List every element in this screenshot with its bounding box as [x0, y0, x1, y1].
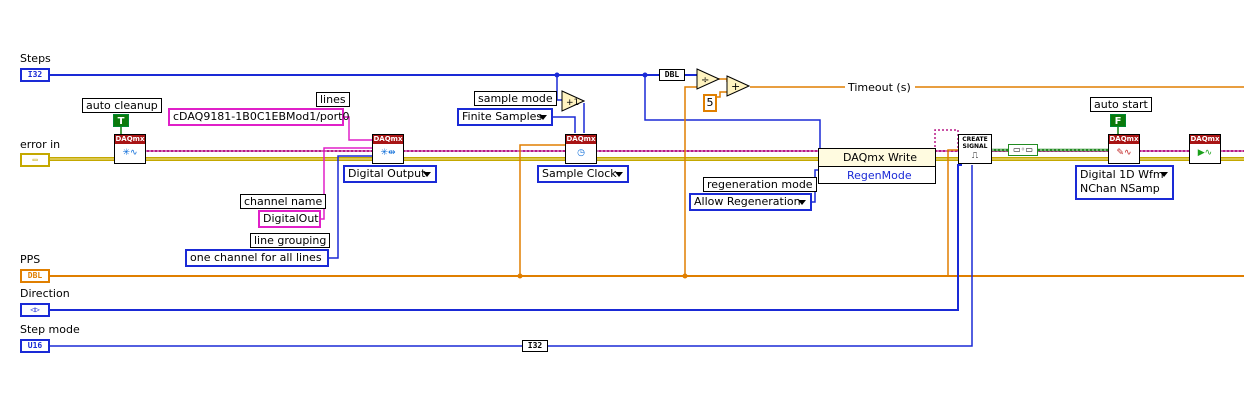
channel-name-constant[interactable]: DigitalOut	[258, 210, 321, 228]
timing-type-ring[interactable]: Sample Clock	[537, 165, 629, 183]
add-node[interactable]: +	[726, 75, 750, 97]
waveform-build-node[interactable]: ▭◦▭	[1008, 144, 1038, 156]
daqmx-start-task-node[interactable]: DAQmx ▶∿	[1189, 134, 1221, 164]
wire-pps-up2	[684, 86, 697, 276]
line-grouping-constant[interactable]: one channel for all lines	[185, 249, 329, 267]
regeneration-constant[interactable]: Allow Regeneration	[689, 193, 812, 211]
wire-pps-cs	[947, 149, 958, 276]
to-dbl-conversion[interactable]: DBL	[659, 69, 685, 81]
increment-node[interactable]: +1	[561, 90, 585, 112]
sample-mode-constant[interactable]: Finite Samples	[457, 108, 553, 126]
divide-node[interactable]: ÷	[696, 68, 720, 90]
direction-terminal[interactable]: ◁▷	[20, 303, 50, 317]
daqmx-header: DAQmx	[115, 135, 145, 144]
divide-symbol: ÷	[701, 75, 709, 86]
create-channel-type-ring[interactable]: Digital Output	[343, 165, 437, 183]
regen-mode-property: RegenMode	[847, 169, 912, 182]
direction-label: Direction	[20, 287, 70, 300]
step-mode-label: Step mode	[20, 323, 80, 336]
clock-icon: ◷	[577, 148, 585, 158]
channel-icon: ✳⇹	[380, 148, 396, 158]
daqmx-write-property-node[interactable]: DAQmx Write RegenMode	[818, 148, 936, 184]
error-in-label: error in	[20, 138, 61, 151]
lines-constant[interactable]: cDAQ9181-1B0C1EBMod1/port0	[168, 108, 349, 126]
wire-lines	[343, 116, 372, 141]
wire-task-bend	[934, 129, 959, 151]
auto-cleanup-constant[interactable]: T	[113, 114, 129, 127]
daqmx-create-channel-node[interactable]: DAQmx ✳⇹	[372, 134, 404, 164]
lines-label: lines	[316, 92, 350, 107]
pps-label: PPS	[20, 253, 41, 266]
channel-name-label: channel name	[240, 194, 327, 209]
sample-mode-label: sample mode	[474, 91, 557, 106]
auto-start-label: auto start	[1090, 97, 1152, 112]
pulse-icon: ⎍	[971, 151, 979, 161]
wire-channel-name	[320, 147, 372, 220]
create-signal-subvi[interactable]: CREATE SIGNAL ⎍	[958, 134, 992, 164]
write-poly-line2: NChan NSamp	[1080, 182, 1160, 195]
increment-symbol: +1	[566, 98, 579, 108]
wire-sample-mode	[552, 116, 576, 133]
step-mode-terminal[interactable]: U16	[20, 339, 50, 353]
steps-label: Steps	[20, 52, 51, 65]
error-in-terminal[interactable]: ▭	[20, 153, 50, 167]
regeneration-mode-label: regeneration mode	[703, 177, 817, 192]
create-signal-text: CREATE SIGNAL	[962, 136, 988, 150]
timeout-label: Timeout (s)	[848, 81, 911, 94]
wire-five	[716, 91, 727, 98]
daqmx-create-task-node[interactable]: DAQmx ✳∿	[114, 134, 146, 164]
daqmx-header: DAQmx	[373, 135, 403, 144]
five-constant[interactable]: 5	[703, 94, 717, 112]
wire-direction	[50, 164, 962, 311]
add-symbol: +	[731, 80, 740, 93]
wire-pps-up	[519, 144, 565, 276]
write-polymorphic-selector[interactable]: Digital 1D Wfm NChan NSamp	[1075, 165, 1174, 200]
auto-start-constant[interactable]: F	[1110, 114, 1126, 127]
daqmx-write-node[interactable]: DAQmx ✎∿	[1108, 134, 1140, 164]
write-pencil-icon: ✎∿	[1116, 148, 1132, 158]
wire-line-grouping	[328, 155, 372, 259]
wire-steps-to-write	[644, 75, 821, 148]
pps-terminal[interactable]: DBL	[20, 269, 50, 283]
to-i32-conversion[interactable]: I32	[522, 340, 548, 352]
wire-step-mode	[50, 165, 973, 347]
daqmx-header: DAQmx	[1190, 135, 1220, 144]
auto-cleanup-label: auto cleanup	[82, 98, 162, 113]
daqmx-timing-node[interactable]: DAQmx ◷	[565, 134, 597, 164]
play-icon: ▶∿	[1197, 148, 1213, 158]
steps-terminal[interactable]: I32	[20, 68, 50, 82]
write-poly-line1: Digital 1D Wfm	[1080, 168, 1164, 181]
daqmx-header: DAQmx	[566, 135, 596, 144]
line-grouping-label: line grouping	[250, 233, 331, 248]
task-icon: ✳∿	[122, 148, 138, 158]
write-property-title: DAQmx Write	[819, 149, 935, 167]
daqmx-header: DAQmx	[1109, 135, 1139, 144]
